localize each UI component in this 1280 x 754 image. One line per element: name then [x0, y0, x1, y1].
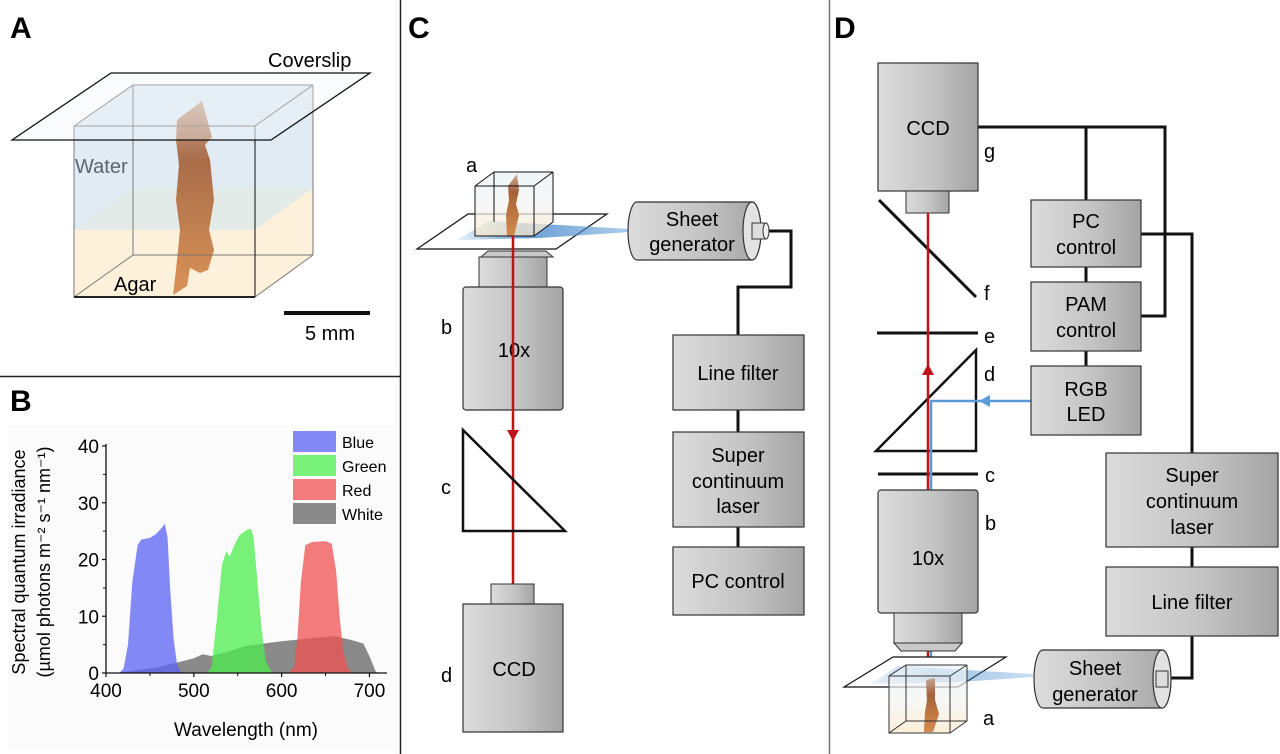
- chart-y-tick-label: 10: [78, 607, 99, 628]
- laser-c: Super continuum laser: [672, 431, 805, 528]
- d-label-c: c: [985, 465, 995, 487]
- d-linefilter-label: Line filter: [1151, 592, 1232, 614]
- scale-bar-label: 5 mm: [305, 323, 355, 345]
- d-label-b: b: [985, 513, 996, 535]
- chart-legend-swatch-blue: [293, 431, 336, 452]
- chart-x-axis-label: Wavelength (nm): [174, 720, 318, 741]
- chart-legend-swatch-green: [293, 455, 336, 476]
- chart-y-axis-label-line1: Spectral quantum irradiance: [9, 449, 29, 674]
- d-sheetgen-line2: generator: [1052, 684, 1138, 706]
- chart-area-green: [206, 528, 275, 673]
- d-label-d: d: [984, 364, 995, 386]
- chart-legend-swatch-red: [293, 479, 336, 500]
- wiring-d: [978, 125, 1194, 680]
- panel-b: B 400 500 600 700 0 10 20 30 40 BlueGreenRedWhit…: [8, 385, 396, 750]
- d-pam-line2: control: [1056, 320, 1116, 342]
- sample-cube-c: [474, 171, 554, 237]
- panel-c-letter: C: [408, 12, 430, 45]
- panel-d-letter: D: [834, 12, 856, 45]
- chart-y-tick-label: 40: [78, 437, 99, 458]
- beam-direction-arrow-up: [922, 364, 934, 375]
- c-laser-line3: laser: [716, 496, 760, 518]
- led-direction-arrow: [979, 395, 990, 407]
- d-label-g: g: [984, 141, 995, 163]
- ccd-camera-c: CCD: [462, 583, 564, 733]
- cable-sheetgen-linefilter: [736, 229, 793, 335]
- d-rgb-line1: RGB: [1064, 379, 1107, 401]
- c-pc-label: PC control: [691, 571, 784, 593]
- c-label-b: b: [441, 317, 452, 339]
- chart-legend-swatch-white: [293, 503, 336, 524]
- laser-d: Super continuum laser: [1105, 452, 1279, 548]
- c-ccd-label: CCD: [492, 659, 535, 681]
- chart-area-red: [288, 541, 352, 673]
- chart-legend-label-red: Red: [342, 483, 371, 500]
- line-filter-d: Line filter: [1105, 566, 1279, 637]
- d-label-f: f: [984, 283, 990, 305]
- c-sheetgen-line2: generator: [649, 234, 735, 256]
- chart-area-blue: [119, 523, 186, 673]
- d-rgb-line2: LED: [1067, 404, 1106, 426]
- pc-control-c: PC control: [672, 546, 805, 616]
- sample-cube-d: [888, 664, 968, 734]
- chart-x-tick-label: 600: [266, 681, 298, 702]
- sheet-generator-c: Sheet generator: [627, 201, 770, 261]
- beam-direction-arrow-down: [507, 430, 519, 441]
- chart-y-tick-label: 30: [78, 494, 99, 515]
- panel-c: C a 10x: [408, 12, 805, 733]
- panel-d: D CCD g f e d c: [834, 12, 1279, 734]
- d-label-a: a: [983, 708, 995, 730]
- rgb-led-d: RGB LED: [1030, 365, 1142, 436]
- c-linefilter-label: Line filter: [697, 363, 778, 385]
- d-pc-line1: PC: [1072, 211, 1100, 233]
- chart-x-tick-label: 500: [178, 681, 210, 702]
- sheet-generator-d: Sheet generator: [1033, 649, 1172, 709]
- line-filter-c: Line filter: [672, 334, 805, 411]
- panel-a-letter: A: [10, 12, 32, 45]
- chart-y-axis-label-line2: (µmol photons m⁻² s⁻¹ nm⁻¹): [34, 447, 54, 678]
- water-label: Water: [75, 156, 128, 178]
- d-objective-label: 10x: [912, 548, 944, 570]
- d-pc-line2: control: [1056, 237, 1116, 259]
- c-label-a: a: [466, 155, 478, 177]
- objective-d: 10x: [877, 489, 979, 652]
- c-laser-line2: continuum: [692, 471, 784, 493]
- coverslip-plane: [9, 72, 373, 141]
- c-laser-line1: Super: [711, 445, 765, 467]
- c-label-d: d: [441, 665, 452, 687]
- chart-x-tick-label: 700: [354, 681, 386, 702]
- d-laser-line1: Super: [1165, 465, 1219, 487]
- d-laser-line2: continuum: [1146, 491, 1238, 513]
- c-sheetgen-line1: Sheet: [666, 209, 719, 231]
- chart-legend-label-blue: Blue: [342, 435, 374, 452]
- c-label-c: c: [441, 477, 451, 499]
- d-pam-line1: PAM: [1065, 294, 1107, 316]
- panel-a: A Coverslip Water Agar 5 mm: [9, 12, 373, 345]
- agar-label: Agar: [114, 274, 157, 296]
- chart-x-tick-label: 400: [90, 681, 122, 702]
- d-label-e: e: [984, 326, 995, 348]
- pam-control-d: PAM control: [1030, 281, 1142, 352]
- chart-axes: 400 500 600 700 0 10 20 30 40: [78, 437, 387, 702]
- chart-legend-label-green: Green: [342, 459, 386, 476]
- chart-y-tick-label: 0: [88, 664, 99, 685]
- pc-control-d: PC control: [1030, 199, 1142, 268]
- d-sheetgen-line1: Sheet: [1069, 658, 1122, 680]
- ccd-camera-d: CCD: [877, 62, 979, 214]
- coverslip-label: Coverslip: [268, 50, 351, 72]
- chart-legend-label-white: White: [342, 507, 383, 524]
- prism-c: [461, 427, 569, 533]
- d-ccd-label: CCD: [906, 118, 949, 140]
- panel-b-letter: B: [10, 385, 32, 418]
- chart-series-group: [114, 523, 379, 673]
- chart-y-tick-label: 20: [78, 551, 99, 572]
- tissue-sample: [173, 101, 214, 295]
- d-laser-line3: laser: [1170, 517, 1214, 539]
